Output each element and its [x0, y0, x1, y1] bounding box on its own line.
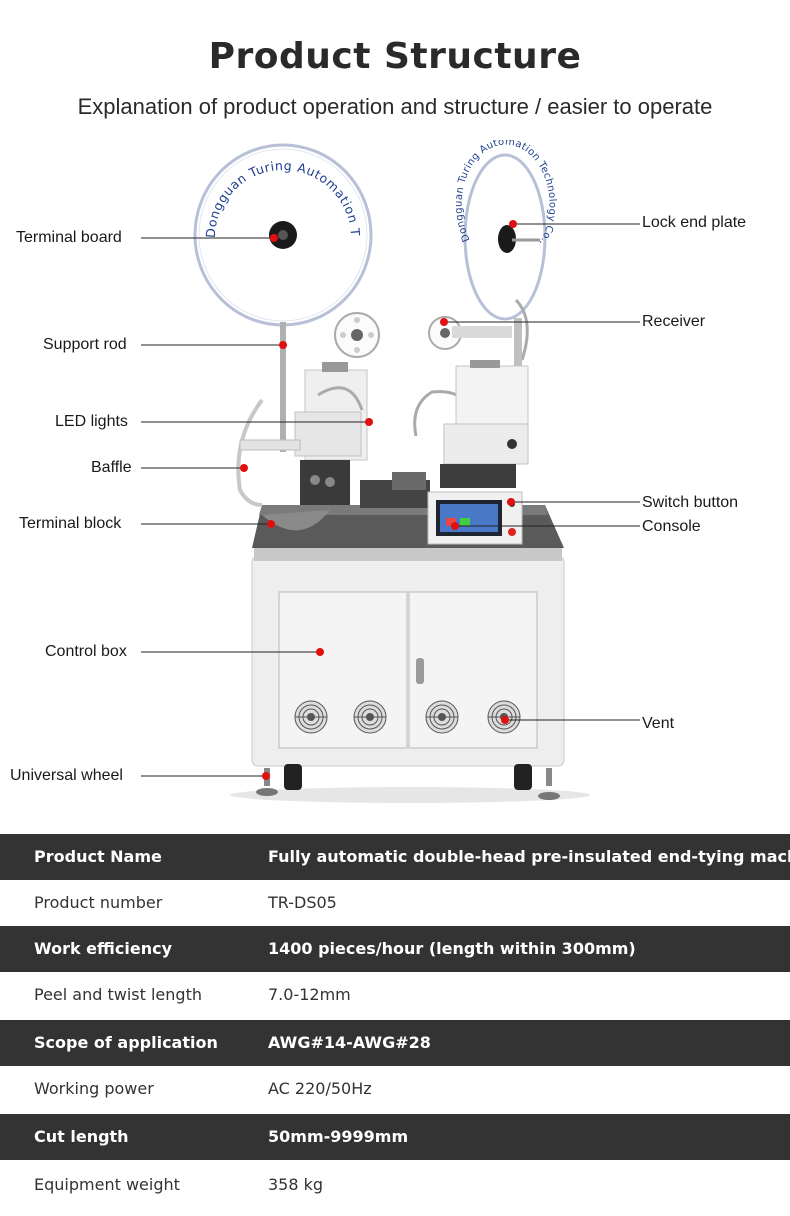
machine-illustration: Dongguan Turing Automation Technology Co… [0, 140, 640, 803]
spool-right [428, 316, 512, 350]
spec-row: Product number TR-DS05 [0, 880, 790, 926]
spec-label: Peel and twist length [34, 985, 202, 1004]
spec-value: TR-DS05 [268, 893, 337, 912]
spec-value: 7.0-12mm [268, 985, 351, 1004]
callout-terminal-block: Terminal block [19, 515, 122, 532]
callout-led-lights: LED lights [55, 413, 128, 430]
spec-label: Equipment weight [34, 1175, 180, 1194]
spec-value: Fully automatic double-head pre-insulate… [268, 847, 790, 866]
callout-receiver: Receiver [642, 313, 706, 330]
left-head-assembly [294, 362, 368, 505]
callout-terminal-board: Terminal board [16, 229, 122, 246]
spec-value: AWG#14-AWG#28 [268, 1033, 431, 1052]
spec-row: Working power AC 220/50Hz [0, 1066, 790, 1112]
spec-value: 358 kg [268, 1175, 324, 1194]
spec-label: Product number [34, 893, 163, 912]
page-title: Product Structure [208, 36, 582, 77]
baffle [236, 398, 264, 507]
callout-lock-end-plate: Lock end plate [642, 214, 747, 231]
page-subtitle: Explanation of product operation and str… [77, 94, 713, 119]
callout-lines [141, 223, 640, 777]
spec-label: Cut length [34, 1127, 129, 1146]
callout-switch-button: Switch button [642, 494, 739, 511]
spec-label: Working power [34, 1079, 154, 1098]
spec-row: Equipment weight 358 kg [0, 1162, 790, 1208]
spec-row: Scope of application AWG#14-AWG#28 [0, 1020, 790, 1066]
spec-row: Cut length 50mm-9999mm [0, 1114, 790, 1160]
callout-control-box: Control box [45, 643, 127, 660]
floor-shadow [230, 787, 590, 803]
callout-baffle: Baffle [91, 459, 132, 476]
callout-vent: Vent [642, 715, 675, 732]
callout-console: Console [642, 518, 701, 535]
right-head-assembly [440, 360, 529, 488]
callout-dots [240, 220, 517, 780]
spec-row: Peel and twist length 7.0-12mm [0, 972, 790, 1018]
spec-value: 1400 pieces/hour (length within 300mm) [268, 939, 636, 958]
callout-universal-wheel: Universal wheel [10, 767, 123, 784]
terminal-block [262, 510, 330, 531]
spec-label: Scope of application [34, 1033, 218, 1052]
spec-row: Work efficiency 1400 pieces/hour (length… [0, 926, 790, 972]
spec-row: Product Name Fully automatic double-head… [0, 834, 790, 880]
console [427, 491, 523, 545]
spec-label: Product Name [34, 847, 162, 866]
spec-value: 50mm-9999mm [268, 1127, 409, 1146]
spec-value: AC 220/50Hz [268, 1079, 372, 1098]
spool-left [334, 312, 380, 358]
spec-label: Work efficiency [34, 939, 172, 958]
control-box-cabinet [251, 545, 565, 767]
middle-mechanism [360, 390, 464, 508]
support-rods [280, 298, 529, 452]
callout-support-rod: Support rod [43, 336, 127, 353]
